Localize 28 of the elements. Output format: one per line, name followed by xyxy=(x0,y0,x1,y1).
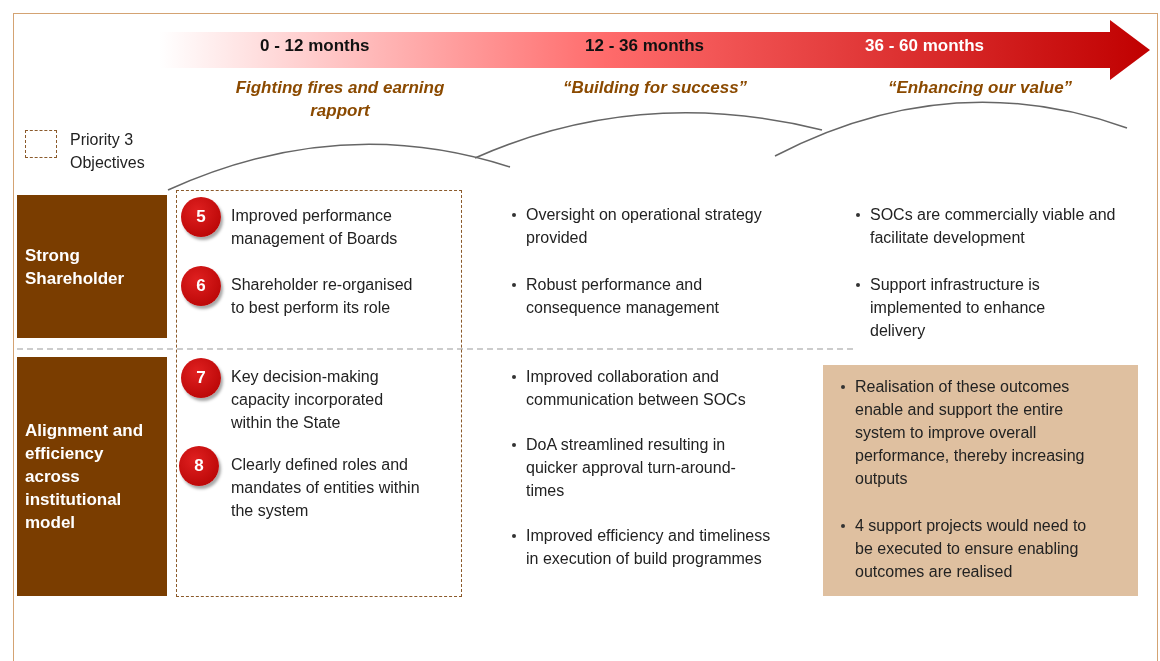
outcome-text: Improved efficiency and timeliness in execution of build programmes xyxy=(526,526,772,569)
outcome-text: Support infrastructure is implemented to enhance delivery xyxy=(870,275,1047,341)
number-badge: 6 xyxy=(181,266,221,306)
outcome-text: 4 support projects would need to be executed to ensure enabling outcomes are realised xyxy=(855,516,1088,582)
legend-label: Priority 3 Objectives xyxy=(70,130,146,173)
outcome-text: DoA streamlined resulting in quicker approval turn-around-times xyxy=(526,435,737,501)
outcome-text: Oversight on operational strategy provided xyxy=(526,205,763,248)
number-badge: 8 xyxy=(179,446,219,486)
objective-text: Clearly defined roles and mandates of entities within the system xyxy=(231,455,421,521)
row-header: Alignment and efficiency across institutional model xyxy=(17,357,167,596)
objective-text: Shareholder re-organised to best perform its role xyxy=(231,275,414,318)
outcome-text: SOCs are commercially viable and facilitate development xyxy=(870,205,1117,248)
objective-text: Improved performance management of Boards xyxy=(231,206,399,249)
timeline-label: 12 - 36 months xyxy=(585,35,705,57)
summary-panel xyxy=(823,365,1138,596)
timeline-label: 0 - 12 months xyxy=(260,35,370,57)
phase-subtitle: “Building for success” xyxy=(561,77,749,99)
outcome-text: Improved collaboration and communication between SOCs xyxy=(526,367,747,410)
phase-subtitle: Fighting fires and earning rapport xyxy=(234,77,446,122)
outcome-text: Realisation of these outcomes enable and support the entire system to improve overall performance, thereby increasing outputs xyxy=(855,377,1086,489)
number-badge: 7 xyxy=(181,358,221,398)
outcome-text: Robust performance and consequence management xyxy=(526,275,721,318)
timeline-label: 36 - 60 months xyxy=(865,35,985,57)
phase-subtitle: “Enhancing our value” xyxy=(886,77,1074,99)
number-badge: 5 xyxy=(181,197,221,237)
row-header: Strong Shareholder xyxy=(17,195,167,338)
objective-text: Key decision-making capacity incorporated within the State xyxy=(231,367,385,433)
dashed-box xyxy=(176,190,462,597)
